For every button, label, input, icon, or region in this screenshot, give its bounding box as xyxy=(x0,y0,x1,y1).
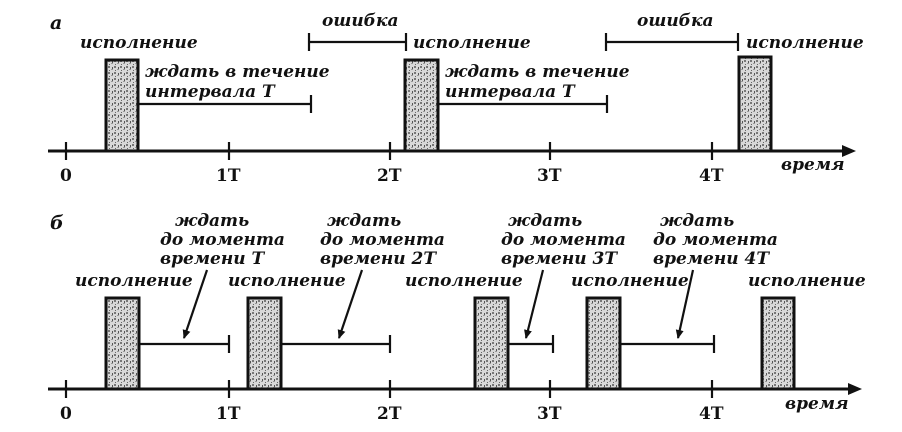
panel-b-wait-label-2-line2: до момента xyxy=(320,230,445,250)
panel-b-exec-label-4: исполнение xyxy=(571,271,689,291)
panel-b-wait-arrow-2 xyxy=(337,269,364,339)
panel-b-tick-label-3: 3T xyxy=(537,404,562,424)
panel-a-wait-label-1-line2: интервала T xyxy=(145,82,276,102)
panel-a-tick-label-4: 4T xyxy=(699,166,724,186)
panel-b-wait-label-3-line2: до момента xyxy=(501,230,626,250)
panel-b-tick-label-1: 1T xyxy=(216,404,241,424)
panel-b-execution-block-3 xyxy=(473,296,510,391)
panel-a-letter: а xyxy=(50,12,62,34)
panel-b-exec-label-2: исполнение xyxy=(228,271,346,291)
panel-a-execution-block-2 xyxy=(403,58,440,153)
panel-b-axis-arrowhead xyxy=(848,383,862,395)
panel-b-wait-label-3-line3: времени 3T xyxy=(501,249,618,269)
panel-b-execution-block-5 xyxy=(760,296,796,391)
panel-b-wait-label-4-line3: времени 4T xyxy=(653,249,770,269)
panel-b-letter: б xyxy=(50,212,64,234)
panel-b-wait-arrow-4 xyxy=(675,269,695,339)
panel-b-wait-label-1-line2: до момента xyxy=(160,230,285,250)
panel-a-error-label-1: ошибка xyxy=(322,11,398,31)
panel-a-execution-block-1 xyxy=(104,58,140,153)
panel-b-tick-label-2: 2T xyxy=(377,404,402,424)
panel-a-tick-label-0: 0 xyxy=(60,166,72,186)
panel-b-execution-block-1 xyxy=(104,296,141,391)
panel-b-wait-label-4-line2: до момента xyxy=(653,230,778,250)
panel-a-execution-block-3 xyxy=(737,55,773,153)
panel-b-execution-block-4 xyxy=(585,296,622,391)
panel-a-axis-arrowhead xyxy=(842,145,856,157)
panel-b-wait-label-2-line1: ждать xyxy=(327,211,401,231)
panel-b-wait-label-1-line1: ждать xyxy=(175,211,249,231)
panel-b-wait-label-2-line3: времени 2T xyxy=(320,249,437,269)
panel-b-exec-label-1: исполнение xyxy=(75,271,193,291)
panel-a-error-label-2: ошибка xyxy=(637,11,713,31)
panel-a-tick-label-3: 3T xyxy=(537,166,562,186)
panel-b-exec-label-5: исполнение xyxy=(748,271,866,291)
panel-b-tick-label-0: 0 xyxy=(60,404,72,424)
panel-b-tick-label-4: 4T xyxy=(699,404,724,424)
panel-a-tick-label-1: 1T xyxy=(216,166,241,186)
panel-a-exec-label-2: исполнение xyxy=(413,33,531,53)
panel-a-wait-label-1-line1: ждать в течение xyxy=(145,62,330,82)
panel-a-axis-label: время xyxy=(781,155,845,175)
panel-b-axis-label: время xyxy=(785,394,849,414)
panel-a-tick-label-2: 2T xyxy=(377,166,402,186)
panel-b-execution-block-2 xyxy=(246,296,283,391)
panel-b-wait-label-1-line3: времени T xyxy=(160,249,266,269)
panel-b-wait-arrow-3 xyxy=(524,269,545,339)
panel-b-wait-label-3-line1: ждать xyxy=(508,211,582,231)
panel-a-wait-label-2-line2: интервала T xyxy=(445,82,576,102)
panel-a-exec-label-1: исполнение xyxy=(80,33,198,53)
panel-b-wait-arrow-1 xyxy=(182,269,209,339)
panel-b-exec-label-3: исполнение xyxy=(405,271,523,291)
panel-b-wait-label-4-line1: ждать xyxy=(660,211,734,231)
panel-a-exec-label-3: исполнение xyxy=(746,33,864,53)
panel-a-wait-label-2-line1: ждать в течение xyxy=(445,62,630,82)
